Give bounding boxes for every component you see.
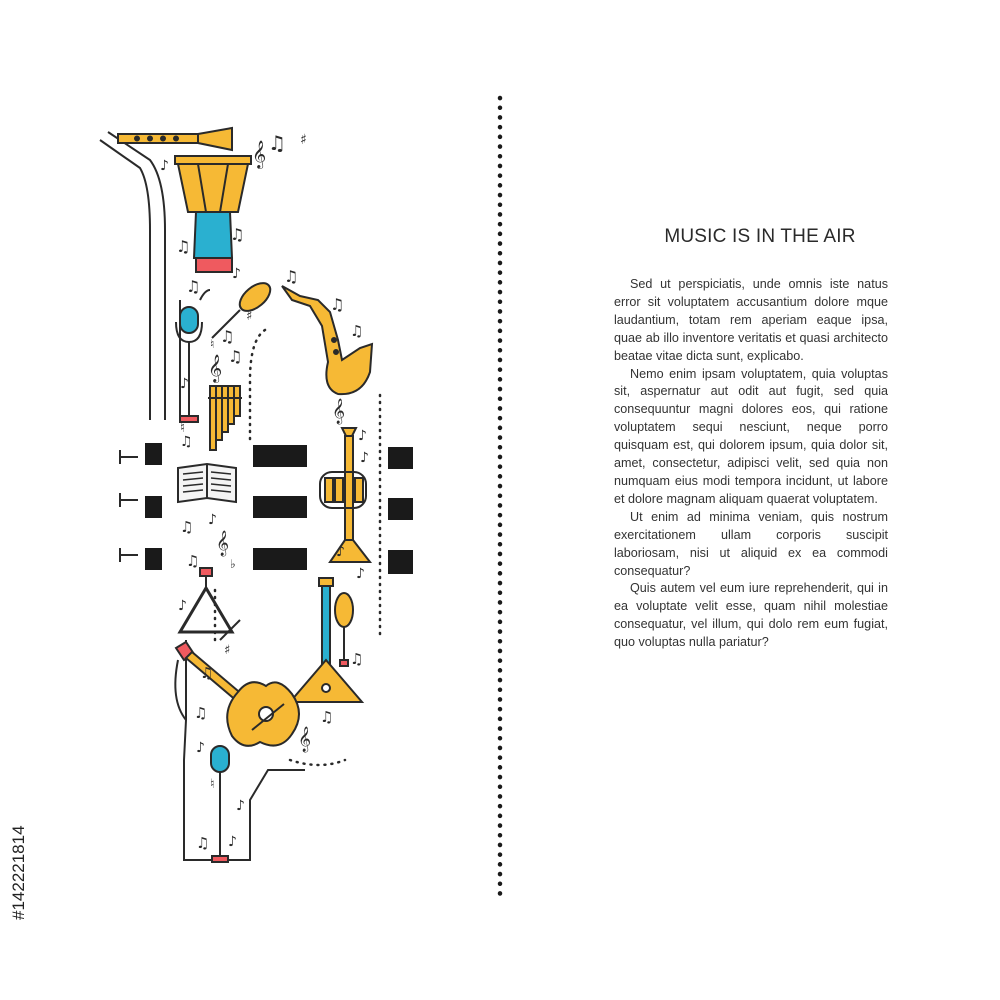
flat-icon: ♭ [230,557,236,571]
music-note-icon: ♫ [230,225,244,244]
music-note-icon: ♫ [200,664,213,682]
pan-flute-icon [208,385,242,451]
maracas-icon [334,592,354,667]
paragraph: Sed ut perspiciatis, unde omnis iste nat… [614,277,888,363]
sharp-icon: ♯ [224,643,230,658]
treble-clef-icon: 𝄞 [216,530,229,556]
music-note-icon: ♫ [228,347,242,366]
stock-id-label: #142221814 [9,825,28,920]
music-notes: 𝄞 ♫ ♯ ♪ ♫ ♫ ♫ ♪ ♫ ♫ ♫ ♯ 𝄞 ♫ ♮ ♫ ♪ ♮ ♫ 𝄞 … [160,131,369,852]
music-note-icon: ♫ [330,295,344,314]
music-note-icon: ♪ [180,376,189,392]
music-note-icon: ♫ [350,650,363,668]
music-note-icon: ♪ [160,158,169,174]
guitar-icon [174,640,300,747]
natural-icon: ♮ [210,337,214,351]
music-note-icon: ♪ [208,512,217,528]
sheet-music-stand-icon [177,462,237,504]
music-note-icon: ♪ [336,544,345,560]
music-note-icon: ♫ [180,518,193,536]
music-note-icon: ♫ [194,704,207,722]
music-note-icon: ♫ [350,322,363,340]
music-note-icon: ♪ [178,598,187,614]
music-note-icon: ♪ [196,740,205,756]
music-note-icon: ♫ [196,834,209,852]
music-note-icon: ♫ [320,708,333,726]
paragraph: Ut enim ad minima veniam, quis nostrum e… [614,509,888,578]
music-note-icon: ♪ [236,798,245,814]
saxophone-icon [281,285,374,396]
music-note-icon: ♫ [176,237,190,256]
trumpet-icon [319,427,373,563]
treble-clef-icon: 𝄞 [208,354,222,383]
triangle-icon [177,567,241,641]
microphone-icon [210,745,230,863]
flute-icon [117,126,233,152]
music-note-icon: ♪ [228,834,237,850]
natural-icon: ♮ [210,777,215,792]
paragraph: Nemo enim ipsam voluptatem, quia volupta… [614,366,888,506]
treble-clef-icon: 𝄞 [252,140,266,169]
music-note-icon: ♫ [284,267,298,286]
music-note-icon: ♪ [360,450,369,466]
sharp-icon: ♯ [246,309,252,324]
music-note-icon: ♪ [356,566,365,582]
sharp-icon: ♯ [300,132,307,148]
maracas-icon [211,282,272,339]
page-title: MUSIC IS IN THE AIR [664,226,856,247]
balalaika-icon [287,577,365,703]
music-note-icon: ♪ [358,428,367,444]
body-text: Sed ut perspiciatis, unde omnis iste nat… [614,276,888,652]
music-note-icon: ♪ [232,266,241,282]
music-note-icon: ♫ [186,552,199,570]
piston-blocks [145,443,413,574]
music-note-icon: ♫ [186,277,200,296]
treble-clef-icon: 𝄞 [298,726,311,752]
music-note-icon: ♫ [220,327,234,346]
natural-icon: ♮ [180,420,185,436]
music-note-icon: ♫ [180,434,193,450]
paragraph: Quis autem vel eum iure reprehenderit, q… [614,581,888,650]
djembe-drum-icon [174,155,252,273]
treble-clef-icon: 𝄞 [332,398,345,424]
music-note-icon: ♫ [268,131,286,155]
microphone-icon [175,306,203,423]
